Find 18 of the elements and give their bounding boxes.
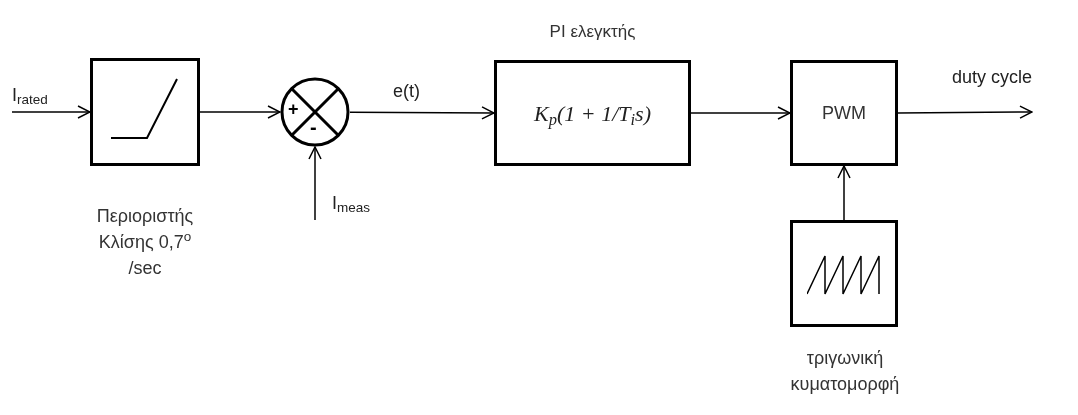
plus-sign: +: [288, 100, 299, 118]
signal-arrow: [199, 105, 281, 119]
block-caption: Περιοριστής Κλίσης 0,7$^{o}$ /sec: [95, 205, 195, 281]
minus-sign: -: [310, 117, 317, 137]
block-box: [90, 58, 200, 166]
summing-junction: [280, 77, 350, 147]
signal-arrow: [11, 105, 91, 119]
signal-arrow: [690, 106, 791, 120]
process-block: [790, 60, 898, 166]
transfer-function: K$_{p}$(1 + 1/T$_{i}$s): [534, 99, 651, 130]
signal-arrow: [308, 146, 322, 221]
block-caption: τριγωνική κυματομορφή: [789, 347, 901, 397]
signal-arrow: [837, 165, 851, 221]
block-box: [790, 220, 898, 327]
block-label: PWM: [822, 101, 866, 125]
signal-arrow: [349, 106, 495, 120]
signal-arrow: [897, 105, 1033, 119]
block-heading: PI ελεγκτής: [548, 21, 637, 43]
